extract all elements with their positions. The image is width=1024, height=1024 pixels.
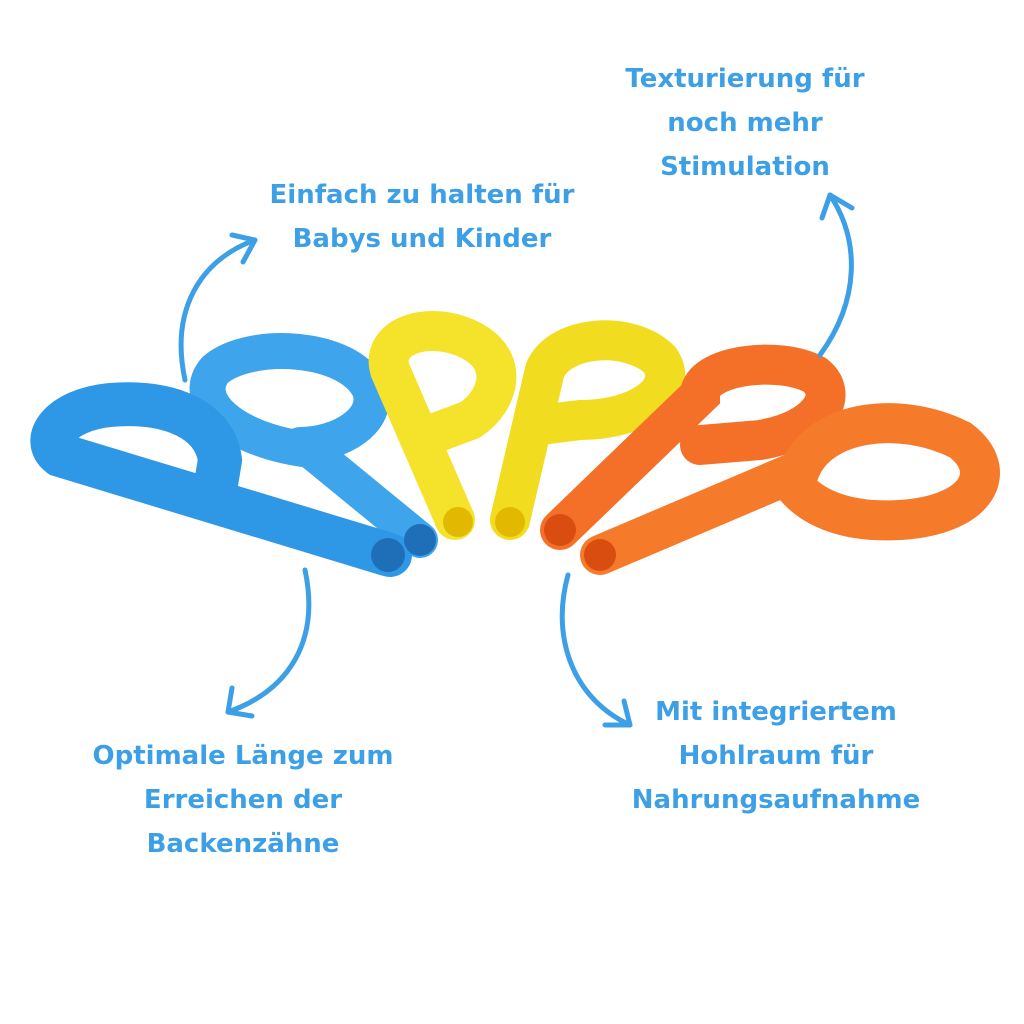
arrow-to-texture — [817, 192, 854, 358]
teether-blue-front — [30, 382, 412, 577]
annotation-length: Optimale Länge zum Erreichen der Backenz… — [93, 734, 394, 866]
annotation-grip-line: Einfach zu halten für — [269, 180, 575, 210]
annotation-grip: Einfach zu halten für Babys und Kinder — [270, 173, 575, 261]
arrow-to-cavity — [559, 572, 633, 728]
annotation-cavity-line: Hohlraum für — [678, 741, 874, 771]
annotation-cavity: Mit integriertem Hohlraum für Nahrungsau… — [632, 690, 920, 822]
orange-front-tube-hole — [584, 539, 616, 571]
annotation-length-line: Optimale Länge zum — [92, 741, 394, 771]
arrow-head-grip — [229, 232, 258, 265]
annotation-cavity-line: Nahrungsaufnahme — [631, 785, 921, 815]
teether-yellow-right — [490, 320, 686, 540]
annotation-texture-line: noch mehr — [667, 108, 823, 138]
blue-front-tube-hole — [371, 538, 405, 572]
arrow-head-texture — [819, 192, 855, 221]
yellow-left-tube-hole — [443, 507, 473, 537]
annotation-texture-line: Stimulation — [660, 152, 830, 182]
arrow-head-length — [225, 685, 255, 719]
orange-back-tube-hole — [544, 514, 576, 546]
annotation-length-line: Erreichen der — [143, 785, 343, 815]
arrow-to-length — [225, 567, 312, 715]
blue-back-tube-hole — [404, 524, 436, 556]
annotation-grip-line: Babys und Kinder — [292, 224, 552, 254]
teether-yellow-left — [368, 311, 517, 540]
annotation-texture: Texturierung für noch mehr Stimulation — [625, 57, 864, 189]
arrow-head-cavity — [602, 698, 633, 728]
yellow-right-tube-hole — [495, 507, 525, 537]
annotation-length-line: Backenzähne — [146, 829, 340, 859]
teether-orange-back — [540, 344, 846, 550]
arrow-to-grip — [178, 237, 258, 383]
annotation-texture-line: Texturierung für — [625, 64, 865, 94]
teether-orange-front — [580, 403, 1000, 575]
annotation-cavity-line: Mit integriertem — [655, 697, 897, 727]
teether-blue-back — [189, 333, 438, 558]
